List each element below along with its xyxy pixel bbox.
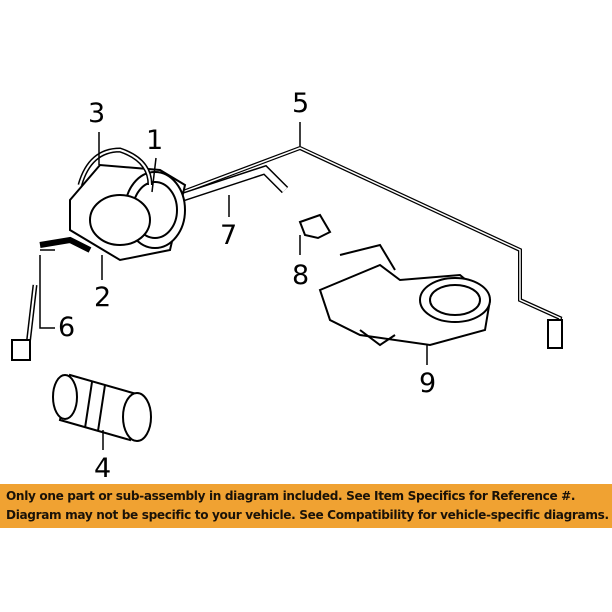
callout-9: 9 <box>419 368 437 399</box>
callout-3: 3 <box>88 98 106 129</box>
cylinder-4 <box>52 373 152 442</box>
callout-8: 8 <box>292 260 310 291</box>
leader-lines <box>39 122 428 450</box>
callout-5: 5 <box>292 88 310 119</box>
disclaimer-line-1: Only one part or sub-assembly in diagram… <box>6 489 576 503</box>
callout-4: 4 <box>94 453 112 484</box>
bracket-8 <box>298 213 332 240</box>
pump-assembly-1 <box>39 147 187 262</box>
callout-2: 2 <box>94 282 112 313</box>
throttle-body-9 <box>318 243 492 347</box>
callout-6: 6 <box>58 312 76 343</box>
callout-7: 7 <box>220 220 238 251</box>
disclaimer-banner: Only one part or sub-assembly in diagram… <box>0 484 612 528</box>
disclaimer-line-2: Diagram may not be specific to your vehi… <box>6 508 609 522</box>
callout-1: 1 <box>146 125 164 156</box>
